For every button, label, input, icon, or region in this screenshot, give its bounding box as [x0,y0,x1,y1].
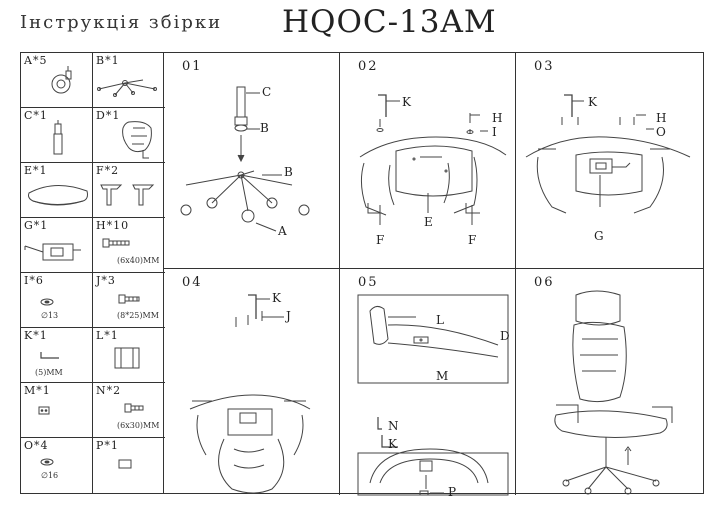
part-size: (6x30)MM [117,421,160,430]
bolt-icon [124,403,144,413]
washer-icon [40,458,54,466]
part-o: O*4 ∅16 [21,438,93,493]
part-label: E*1 [24,164,48,177]
part-k: K*1 (5)MM [21,328,93,383]
part-label: L*1 [96,329,119,342]
part-label: I*6 [24,274,44,287]
part-label: O*4 [24,439,49,452]
part-p: P*1 [93,438,165,493]
part-label: P*1 [96,439,119,452]
step-number: 05 [358,275,379,290]
callout-label: L [436,313,444,327]
part-label: J*3 [96,274,116,287]
instruction-title: Інструкція збірки [20,12,223,33]
screw-icon [118,294,140,304]
part-label: A*5 [24,54,48,67]
step-number: 01 [182,59,203,74]
callout-label: D [500,329,510,343]
part-i: I*6 ∅13 [21,273,93,328]
callout-label: I [492,125,497,139]
washer-icon [40,298,54,306]
part-c: C*1 [21,108,93,163]
callout-label: C [262,85,272,99]
part-label: B*1 [96,54,120,67]
step-06: 06 [516,269,704,495]
part-h: H*10 (6x40)MM [93,218,165,273]
callout-label: B [260,121,269,135]
step-number: 04 [182,275,203,290]
callout-label: G [594,229,604,243]
step-01: 01 C B B A [164,53,340,269]
callout-label: P [448,485,457,499]
part-j: J*3 (8*25)MM [93,273,165,328]
part-label: N*2 [96,384,122,397]
part-size: (5)MM [35,368,63,377]
part-f: F*2 [93,163,165,218]
callout-label: H [492,111,503,125]
callout-label: M [436,369,449,383]
part-label: D*1 [96,109,121,122]
callout-label: N [388,419,399,433]
part-label: H*10 [96,219,130,232]
gas-cylinder-icon [53,120,63,155]
callout-label: O [656,125,666,139]
caster-wheel-icon [51,66,72,94]
callout-label: F [376,233,385,247]
callout-label: K [272,291,281,305]
headrest-drawing [357,294,509,496]
seat-cushion-icon [28,185,88,206]
plate-icon [38,406,50,415]
chair-base-icon [97,79,157,97]
part-size: (6x40)MM [117,256,160,265]
seat-armrest-drawing [359,94,507,225]
backrest-icon [122,121,152,159]
callout-label: A [278,224,287,238]
part-size: ∅16 [41,471,59,480]
part-label: C*1 [24,109,48,122]
part-l: L*1 [93,328,165,383]
bolt-icon [102,238,130,248]
part-label: K*1 [24,329,48,342]
step-03: 03 K H O G [516,53,704,269]
part-g: G*1 [21,218,93,273]
part-a: A*5 [21,53,93,108]
step-number: 02 [358,59,379,74]
callout-label: B [284,165,293,179]
callout-label: K [402,95,411,109]
bracket-icon [114,347,140,369]
step-02: 02 K H I E F F [340,53,516,269]
part-m: M*1 [21,383,93,438]
callout-label: K [388,437,397,451]
mechanism-drawing [525,94,691,214]
part-d: D*1 [93,108,165,163]
part-label: M*1 [24,384,51,397]
callout-label: J [286,309,291,323]
hex-key-icon [40,352,59,359]
callout-label: H [656,111,667,125]
step-number: 03 [534,59,555,74]
model-title: HQOC-13AM [282,4,497,40]
armrest-icon [100,184,155,206]
callout-label: F [468,233,477,247]
tilt-mechanism-icon [24,243,81,261]
part-label: G*1 [24,219,49,232]
callout-label: E [424,215,433,229]
finished-chair-drawing [554,290,673,495]
steps-grid: 01 C B B A 02 [164,52,704,499]
part-size: (8*25)MM [117,311,159,320]
part-n: N*2 (6x30)MM [93,383,165,438]
part-label: F*2 [96,164,120,177]
callout-label: K [588,95,597,109]
step-number: 06 [534,275,555,290]
part-b: B*1 [93,53,165,108]
cap-icon [118,459,132,469]
part-e: E*1 [21,163,93,218]
parts-table: A*5 B*1 C*1 D*1 E*1 F*2 G*1 H*10 (6x40)M… [20,52,165,494]
step-05: 05 L D M N K P [340,269,516,499]
base-assembly-drawing [180,86,310,232]
part-size: ∅13 [41,311,59,320]
step-04: 04 K J [164,269,340,495]
backrest-mount-drawing [189,294,311,494]
